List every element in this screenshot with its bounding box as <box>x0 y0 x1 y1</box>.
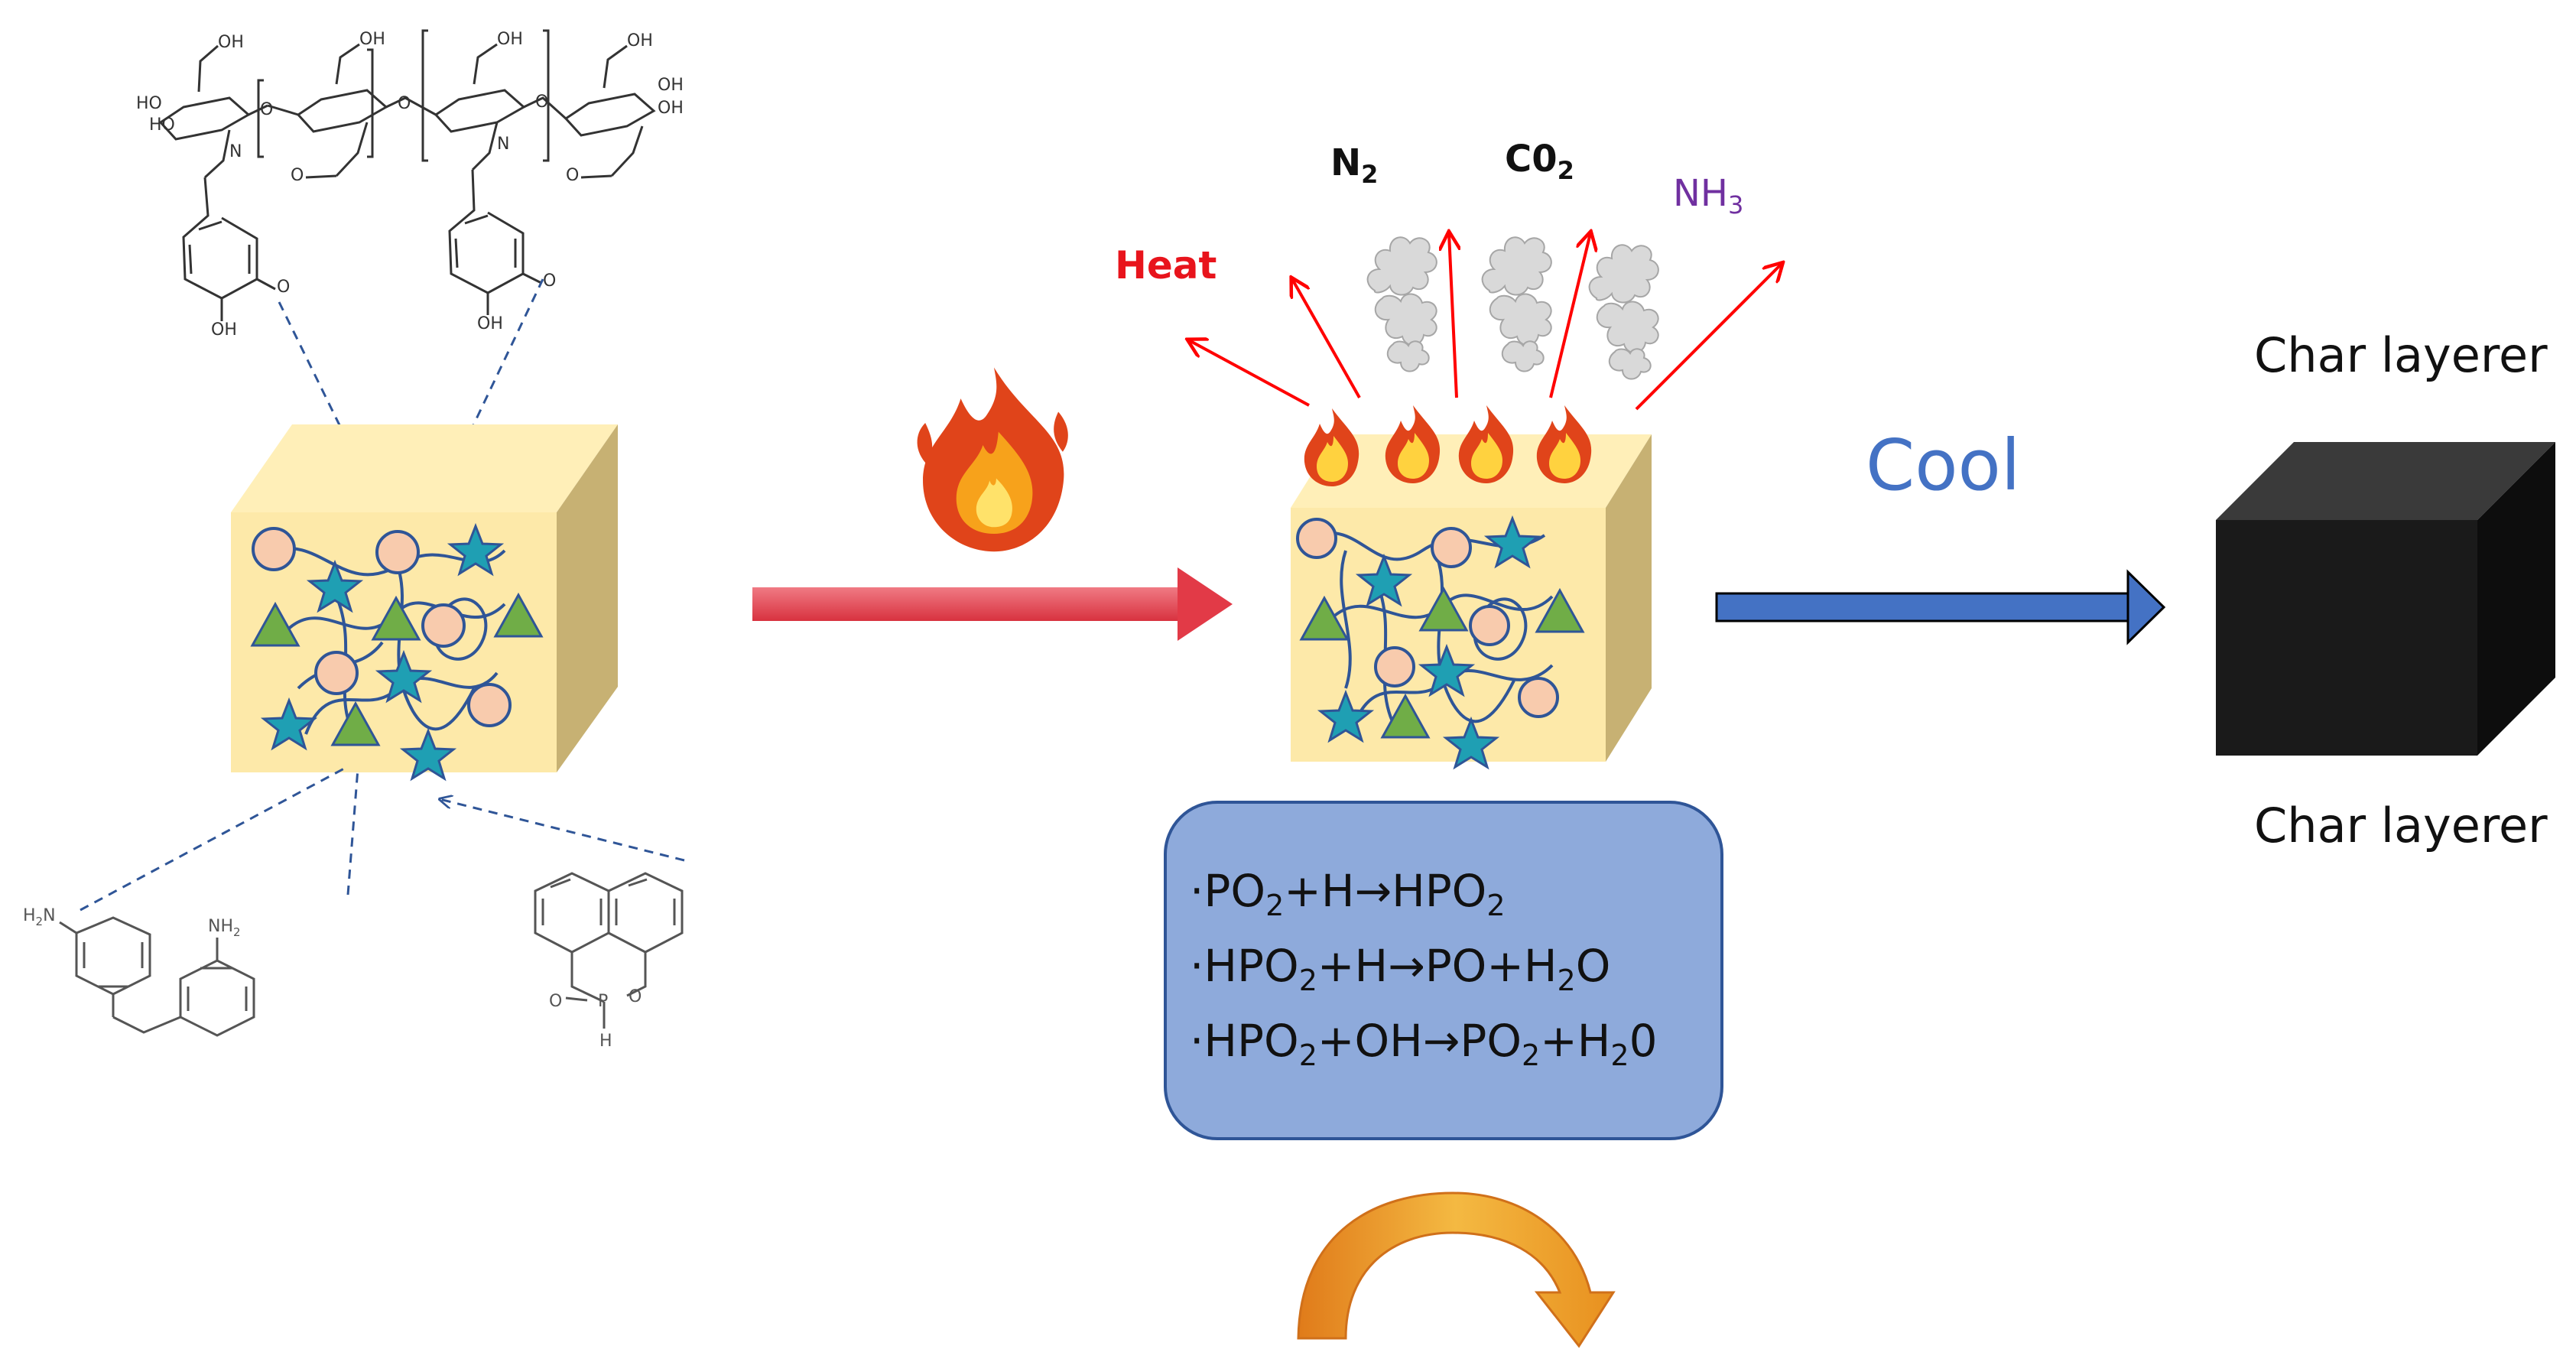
mda-labels: H2N NH2 <box>23 906 241 939</box>
label-o-5: O <box>566 166 579 185</box>
cube-mid-side <box>1606 434 1652 762</box>
cooling-arrow <box>1715 569 2166 645</box>
char-cube-top <box>2216 442 2555 520</box>
dashed-link-arrows-bottom <box>80 767 685 912</box>
char-cube-side <box>2477 442 2555 756</box>
dopo-labels: O P O H <box>549 987 642 1051</box>
recycle-arrow <box>1297 1191 1616 1348</box>
smoke-puffs <box>1366 236 1659 380</box>
label-o-4: O <box>291 166 304 185</box>
label-nh2-1: NH2 <box>208 917 241 939</box>
label-n-1: N <box>229 142 242 161</box>
chitosan-atom-labels: HO HO OH OH OH OH OH OH N N O O O O O O … <box>136 30 684 340</box>
label-oh-4: OH <box>627 31 653 50</box>
dopo-structure <box>534 872 684 1029</box>
label-ho-2: HO <box>149 115 175 135</box>
label-o-7: O <box>543 271 556 291</box>
dashed-link-arrows-top <box>278 278 544 520</box>
char-layer-cube <box>2216 442 2555 756</box>
radical-reaction-box: ·PO2+H→HPO2 ·HPO2+H→PO+H2O ·HPO2+OH→PO2+… <box>1164 801 1723 1140</box>
label-o-1: O <box>260 100 273 119</box>
label-o-dopo-1: O <box>549 992 562 1011</box>
reaction-line-1: ·PO2+H→HPO2 <box>1190 865 1506 922</box>
heating-arrow <box>752 567 1233 641</box>
label-oh-8: OH <box>477 314 503 333</box>
reaction-line-2: ·HPO2+H→PO+H2O <box>1190 940 1611 997</box>
label-h2n-1: H2N <box>23 906 56 928</box>
label-oh-1: OH <box>218 33 244 52</box>
char-cube-front <box>2216 520 2477 756</box>
label-oh-3: OH <box>497 30 523 49</box>
mda-structure <box>59 916 255 1037</box>
co2-label: C02 <box>1505 138 1574 185</box>
label-n-2: N <box>497 135 509 154</box>
char-layer-label-bottom: Char layerer <box>2254 798 2548 853</box>
cube-left-top <box>231 424 618 512</box>
cool-label: Cool <box>1866 424 2021 506</box>
label-oh-5: OH <box>658 76 684 95</box>
gas-release-arrows <box>1189 233 1782 411</box>
polymer-cube-burning <box>1291 434 1652 769</box>
n2-label: N2 <box>1330 141 1379 189</box>
label-oh-2: OH <box>359 30 385 49</box>
label-h-dopo: H <box>599 1032 612 1051</box>
label-o-6: O <box>277 278 290 297</box>
heat-label: Heat <box>1115 243 1217 288</box>
chitosan-vanillin-structure <box>158 29 656 321</box>
cube-left-circles <box>252 527 512 727</box>
reaction-line-3: ·HPO2+OH→PO2+H20 <box>1190 1015 1658 1072</box>
label-oh-7: OH <box>211 320 237 340</box>
cube-left-side <box>557 424 618 772</box>
polymer-cube-left <box>231 424 618 780</box>
label-p-dopo: P <box>598 992 608 1011</box>
fire-icon <box>917 367 1068 552</box>
label-o-dopo-2: O <box>629 987 642 1006</box>
char-layer-label-top: Char layerer <box>2254 327 2548 383</box>
label-o-3: O <box>535 93 548 112</box>
label-o-2: O <box>398 94 411 113</box>
label-oh-6: OH <box>658 99 684 118</box>
cube-mid-circles <box>1296 518 1559 718</box>
label-ho-1: HO <box>136 94 162 113</box>
nh3-label: NH3 <box>1673 172 1744 219</box>
